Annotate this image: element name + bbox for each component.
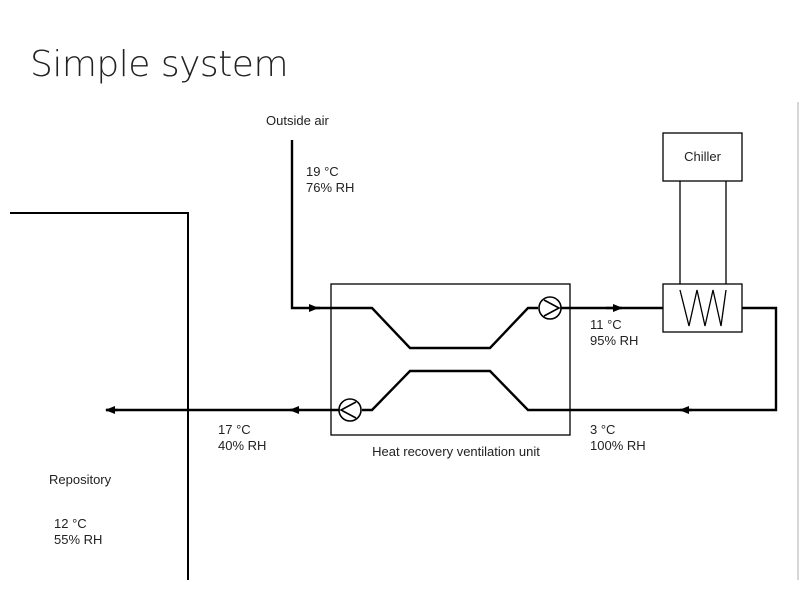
hrv-upper-passage: [318, 306, 538, 350]
outside-rh: 76% RH: [306, 180, 355, 195]
after-hrv-temp: 11 °C: [590, 317, 622, 332]
outside-temp: 19 °C: [306, 164, 339, 179]
return-duct: [570, 306, 778, 412]
repository-temp: 12 °C: [54, 516, 87, 531]
after-hrv-reading: 11 °C 95% RH: [590, 317, 638, 349]
cooling-coil-icon: [662, 283, 743, 333]
after-chiller-rh: 100% RH: [590, 438, 646, 453]
fan-icon: [338, 398, 362, 422]
supply-temp: 17 °C: [218, 422, 251, 437]
after-chiller-temp: 3 °C: [590, 422, 616, 437]
outside-air-reading: 19 °C 76% RH: [306, 164, 354, 196]
repository-label: Repository: [49, 472, 112, 487]
hrv-unit-box: [330, 283, 571, 436]
hrv-lower-passage: [362, 369, 570, 412]
supply-reading: 17 °C 40% RH: [218, 422, 266, 454]
outside-air-label: Outside air: [266, 113, 329, 128]
supply-rh: 40% RH: [218, 438, 267, 453]
after-chiller-reading: 3 °C 100% RH: [590, 422, 646, 454]
fan-icon: [538, 296, 562, 320]
chiller-label: Chiller: [684, 149, 721, 164]
slide-title: Simple system: [30, 44, 289, 85]
after-hrv-rh: 95% RH: [590, 333, 639, 348]
chiller-box: [662, 132, 743, 182]
hrv-unit-label: Heat recovery ventilation unit: [372, 444, 540, 459]
repository-reading: 12 °C 55% RH: [54, 516, 102, 548]
repository-rh: 55% RH: [54, 532, 103, 547]
repository-wall: [10, 212, 189, 580]
